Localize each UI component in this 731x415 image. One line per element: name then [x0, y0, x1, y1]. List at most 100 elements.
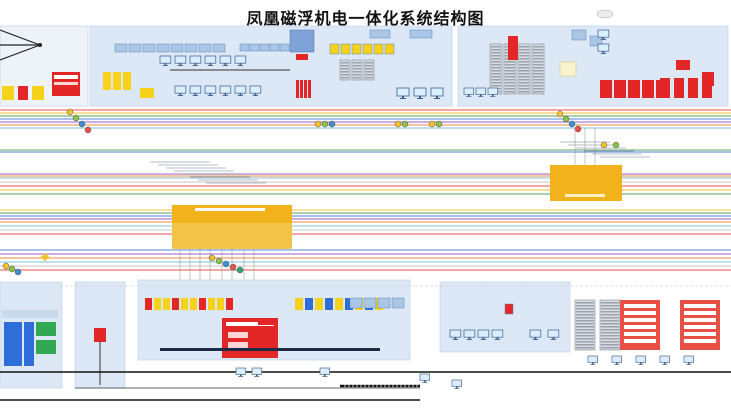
switch-icon [212, 43, 226, 53]
rack-slot [353, 71, 361, 73]
switch-icon [184, 43, 198, 53]
computer-base [466, 339, 473, 340]
switch-icon [249, 43, 260, 52]
computer-base [177, 95, 184, 96]
computer-stand [616, 362, 618, 364]
computer-base [322, 376, 328, 377]
computer-icon [463, 87, 474, 97]
status-dot [215, 257, 223, 265]
switch-icon [269, 43, 280, 52]
computer-icon [477, 329, 490, 340]
computer-base [400, 98, 406, 99]
controller-slot [228, 342, 248, 348]
rack-slot [601, 305, 619, 307]
switch-icon [170, 43, 184, 53]
computer-screen [529, 329, 542, 338]
rack-slot [505, 70, 515, 72]
status-dot [435, 120, 443, 128]
red-device [642, 80, 654, 98]
computer-icon [547, 329, 560, 340]
io-module [199, 298, 206, 310]
server-rack-icon [489, 43, 503, 95]
switch-icon [571, 29, 587, 41]
status-dot [8, 265, 16, 273]
computer-stand [224, 93, 227, 95]
central-server-led [296, 54, 308, 60]
computer-screen [430, 87, 444, 97]
power-cell-red [296, 80, 299, 98]
rack-slot [491, 73, 501, 75]
computer-base [638, 364, 644, 365]
computer-screen [413, 87, 427, 97]
switch-icon [409, 29, 433, 39]
switch-icon [114, 43, 128, 53]
computer-screen [659, 355, 670, 363]
bottom-rail [160, 348, 380, 351]
rack-slot [576, 329, 594, 331]
computer-icon [396, 87, 410, 99]
rack-slot [365, 62, 373, 64]
rack-label [684, 325, 716, 329]
rack-slot [601, 302, 619, 304]
server-rack-icon [363, 59, 375, 81]
power-cell-red [300, 80, 303, 98]
rack-slot [576, 320, 594, 322]
io-module [172, 298, 179, 310]
red-device [702, 78, 712, 98]
computer-icon [529, 329, 542, 340]
rack-slot [576, 338, 594, 340]
switch-icon [377, 297, 391, 309]
switch-icon [156, 43, 170, 53]
computer-icon [463, 329, 476, 340]
rack-slot [519, 85, 529, 87]
io-module [154, 298, 161, 310]
computer-icon [219, 85, 232, 96]
computer-screen [219, 55, 232, 64]
computer-screen [635, 355, 646, 363]
computer-icon [611, 355, 622, 365]
computer-icon [159, 55, 172, 66]
computer-screen [174, 55, 187, 64]
computer-screen [234, 85, 247, 94]
computer-icon [249, 85, 262, 96]
computer-screen [189, 85, 202, 94]
switch-icon [329, 43, 340, 55]
computer-stand [239, 93, 242, 95]
computer-icon [189, 55, 202, 66]
status-diamond [40, 252, 50, 262]
status-dot [222, 260, 230, 268]
network-link [0, 44, 41, 61]
computer-stand [194, 63, 197, 65]
computer-stand [324, 374, 326, 376]
rack-slot [576, 317, 594, 319]
computer-screen [319, 367, 330, 375]
rack-slot [491, 55, 501, 57]
io-module [181, 298, 188, 310]
rack-slot [519, 55, 529, 57]
computer-icon [204, 85, 217, 96]
computer-screen [451, 379, 462, 387]
computer-icon [235, 367, 246, 377]
io-module [335, 298, 343, 310]
computer-screen [189, 55, 202, 64]
io-module [345, 298, 353, 310]
switch-icon [198, 43, 212, 53]
rack-slot [505, 91, 515, 93]
computer-icon [413, 87, 427, 99]
computer-base [452, 339, 459, 340]
rack-slot [341, 62, 349, 64]
computer-screen [683, 355, 694, 363]
rack-slot [576, 302, 594, 304]
switch-icon [589, 35, 603, 47]
computer-base [254, 376, 260, 377]
switch-icon [373, 43, 384, 55]
rack-body [363, 59, 375, 81]
red-module [258, 348, 276, 355]
computer-stand [256, 374, 258, 376]
rack-body [339, 59, 351, 81]
rack-slot [491, 61, 501, 63]
rack-slot [576, 314, 594, 316]
rack-slot [601, 341, 619, 343]
rack-slot [505, 61, 515, 63]
